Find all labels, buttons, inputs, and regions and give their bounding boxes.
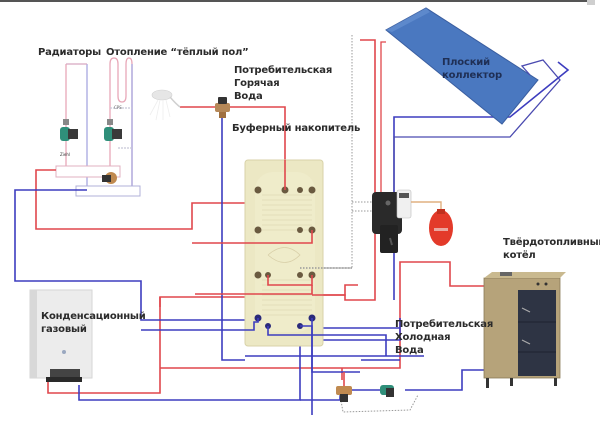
label-hot-water-line2: Горячая	[234, 78, 280, 89]
top-border-bar	[0, 0, 590, 2]
label-cold-water: Потребительская Холодная Вода	[395, 318, 493, 357]
top-border-tab	[587, 0, 595, 5]
label-gas-line2: газовый	[41, 324, 87, 335]
floor-heating-circuit	[109, 57, 133, 190]
sensor-tag: CPS	[114, 105, 122, 110]
collector-return-pipe	[393, 59, 561, 200]
thermostatic-mixing-valve-icon	[215, 97, 230, 118]
expansion-vessel-line	[411, 201, 442, 212]
three-way-valve-icon	[336, 372, 352, 402]
cold-manifold	[75, 185, 141, 197]
solar-station-controller	[372, 189, 412, 253]
label-collector-line1: Плоский	[442, 57, 490, 68]
label-radiators: Радиаторы	[38, 47, 101, 58]
expansion-vessel-icon	[429, 209, 453, 246]
label-buffer-tank: Буферный накопитель	[232, 123, 361, 134]
label-cold-water-line1: Потребительская	[395, 319, 494, 330]
condensing-gas-boiler	[29, 289, 93, 382]
label-solid-fuel-line1: Твёрдотопливный	[503, 237, 600, 248]
buffer-tank	[244, 159, 324, 347]
label-solid-fuel-boiler: Твёрдотопливный котёл	[503, 236, 600, 262]
flat-solar-collector	[385, 7, 539, 125]
label-floor-heating: Отопление “тёплый пол”	[106, 47, 249, 58]
pump-floor-icon	[104, 119, 122, 141]
label-collector-line2: коллектор	[442, 70, 502, 81]
label-gas-line1: Конденсационный	[41, 311, 146, 322]
label-cold-water-line3: Вода	[395, 345, 424, 356]
tank-connections	[141, 160, 387, 415]
solid-fuel-boiler	[483, 272, 566, 388]
label-hot-water-line3: Вода	[234, 91, 263, 102]
mixing-valve-floor-icon	[102, 172, 117, 184]
label-cold-water-line2: Холодная	[395, 332, 451, 343]
label-gas-boiler: Конденсационный газовый	[41, 310, 146, 336]
pump-radiators-icon	[60, 119, 78, 141]
hot-manifold	[55, 165, 121, 178]
label-solar-collector: Плоский коллектор	[442, 56, 502, 82]
label-solid-fuel-line2: котёл	[503, 250, 536, 261]
circulation-pump-icon	[380, 385, 394, 397]
label-hot-water: Потребительская Горячая Вода	[234, 64, 332, 103]
pump-tag: Ziehl	[60, 152, 70, 157]
collector-flow-pipe	[380, 41, 386, 200]
shower-head-icon	[149, 89, 181, 121]
label-hot-water-line1: Потребительская	[234, 65, 333, 76]
